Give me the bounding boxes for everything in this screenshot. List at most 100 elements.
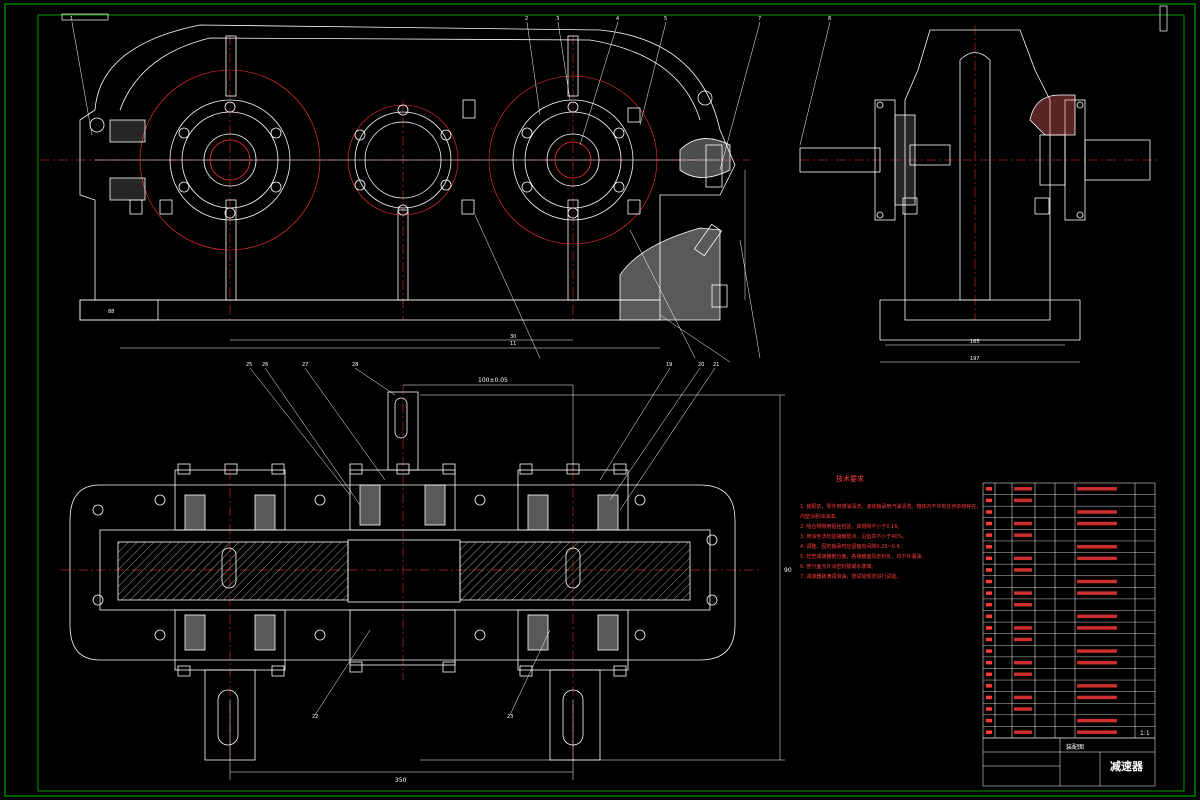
parts-row-marker (1014, 521, 1032, 526)
parts-row-number (986, 487, 992, 491)
dim-165: 165 (970, 339, 980, 345)
technical-notes: 技术要求 1. 装配前，零件用煤油清洗，滚动轴承用汽油清洗。箱体内不许有任何杂物… (800, 474, 981, 580)
parts-row-marker (1014, 707, 1032, 711)
label-8: 8 (828, 16, 831, 22)
parts-row-marker (1077, 718, 1117, 723)
dim-350: 350 (395, 777, 407, 784)
parts-row-marker (1014, 556, 1032, 561)
parts-row-marker (1077, 579, 1117, 584)
parts-row-number (986, 545, 992, 549)
scale-label: 1:1 (1140, 730, 1150, 737)
plan-view (60, 385, 760, 761)
parts-row-number (986, 591, 992, 595)
parts-row-marker (1014, 672, 1032, 676)
plan-view-leaders (229, 367, 785, 780)
parts-row-marker (1014, 637, 1032, 642)
parts-row-number (986, 602, 992, 607)
label-3: 3 (556, 16, 559, 22)
parts-row-number (986, 660, 992, 665)
label-21: 21 (713, 362, 719, 368)
parts-row-marker (1077, 730, 1117, 734)
parts-row-number (986, 730, 992, 734)
parts-row-number (986, 533, 992, 537)
parts-row-marker (1077, 649, 1117, 653)
parts-row-number (986, 614, 992, 619)
parts-row-marker (1077, 591, 1117, 595)
label-27: 27 (302, 362, 308, 368)
outer-border (4, 3, 1196, 797)
parts-row-number (986, 568, 992, 572)
label-2: 2 (525, 16, 528, 22)
parts-row-marker (1077, 487, 1117, 491)
parts-row-number (986, 498, 992, 503)
dim-30: 30 (510, 334, 516, 340)
parts-row-number (986, 649, 992, 653)
title-block (982, 737, 1156, 787)
parts-row-number (986, 637, 992, 642)
parts-row-number (986, 626, 992, 630)
dim-height-90: 90 (784, 567, 792, 574)
inner-border (37, 14, 1185, 792)
parts-list-rows (983, 487, 1155, 734)
label-28: 28 (352, 362, 358, 368)
parts-row-marker (1077, 556, 1117, 561)
label-25: 25 (246, 362, 252, 368)
parts-row-marker (1014, 533, 1032, 537)
notes-title: 技术要求 (836, 474, 864, 483)
parts-row-marker (1014, 568, 1032, 572)
parts-row-number (986, 695, 992, 700)
parts-row-number (986, 684, 992, 688)
note-line-8: 7. 减速器装满润滑油，按试验规范进行试验。 (800, 573, 901, 580)
note-line-6: 5. 检查减速器剖分面，各接触面及密封处，均不许漏油。 (800, 553, 926, 560)
note-line-7: 6. 剖分面允许涂密封胶或水玻璃。 (800, 563, 876, 570)
note-line-3: 2. 啮合侧隙用铅丝检验，其侧隙不小于0.16。 (800, 523, 903, 530)
parts-row-marker (1014, 626, 1032, 630)
label-26: 26 (262, 362, 268, 368)
parts-row-marker (1077, 510, 1117, 514)
label-4: 4 (616, 16, 619, 22)
parts-row-marker (1014, 695, 1032, 700)
front-view-leaders (71, 21, 831, 363)
side-view (799, 25, 1160, 363)
parts-row-marker (1014, 660, 1032, 665)
front-view (40, 24, 750, 321)
parts-row-marker (1014, 498, 1032, 503)
label-20: 20 (698, 362, 704, 368)
parts-row-number (986, 521, 992, 526)
note-line-2: 内壁涂耐油油漆。 (800, 513, 840, 520)
material-label: 装配图 (1066, 743, 1084, 751)
plan-view-labels: 25 26 27 28 19 20 21 100±0.05 90 350 22 … (246, 362, 792, 784)
dim-center-distance: 100±0.05 (478, 377, 508, 384)
label-1: 1 (70, 16, 73, 22)
note-line-4: 3. 用涂色法检验接触斑点，沿齿高不小于40%。 (800, 533, 907, 540)
label-22: 22 (312, 714, 318, 720)
parts-row-marker (1077, 660, 1117, 665)
front-view-labels: 1 2 3 4 5 7 8 88 11 30 (70, 16, 831, 347)
parts-row-marker (1077, 521, 1117, 526)
label-7: 7 (758, 16, 761, 22)
label-23: 23 (507, 714, 513, 720)
parts-row-number (986, 510, 992, 514)
side-view-labels: 165 197 (970, 339, 980, 362)
parts-row-marker (1077, 695, 1117, 700)
drawing-title: 减速器 (1110, 759, 1144, 773)
dim-197: 197 (970, 356, 980, 362)
note-line-5: 4. 调整、固定轴承时应留轴向间隙0.25~0.4。 (800, 543, 905, 550)
parts-row-marker (1077, 684, 1117, 688)
top-right-corner-tag (1159, 5, 1168, 32)
label-5: 5 (664, 16, 667, 22)
parts-row-marker (1077, 614, 1117, 619)
dim-11: 11 (510, 341, 516, 347)
parts-row-number (986, 556, 992, 561)
note-line-1: 1. 装配前，零件用煤油清洗，滚动轴承用汽油清洗。箱体内不许有任何杂物存在， (800, 503, 981, 510)
parts-row-marker (1014, 730, 1032, 734)
label-19: 19 (666, 362, 672, 368)
corner-tag (61, 13, 109, 21)
parts-row-number (986, 579, 992, 584)
parts-row-marker (1014, 487, 1032, 491)
parts-row-number (986, 718, 992, 723)
parts-row-marker (1014, 602, 1032, 607)
parts-row-marker (1014, 591, 1032, 595)
dim-88: 88 (108, 309, 114, 315)
